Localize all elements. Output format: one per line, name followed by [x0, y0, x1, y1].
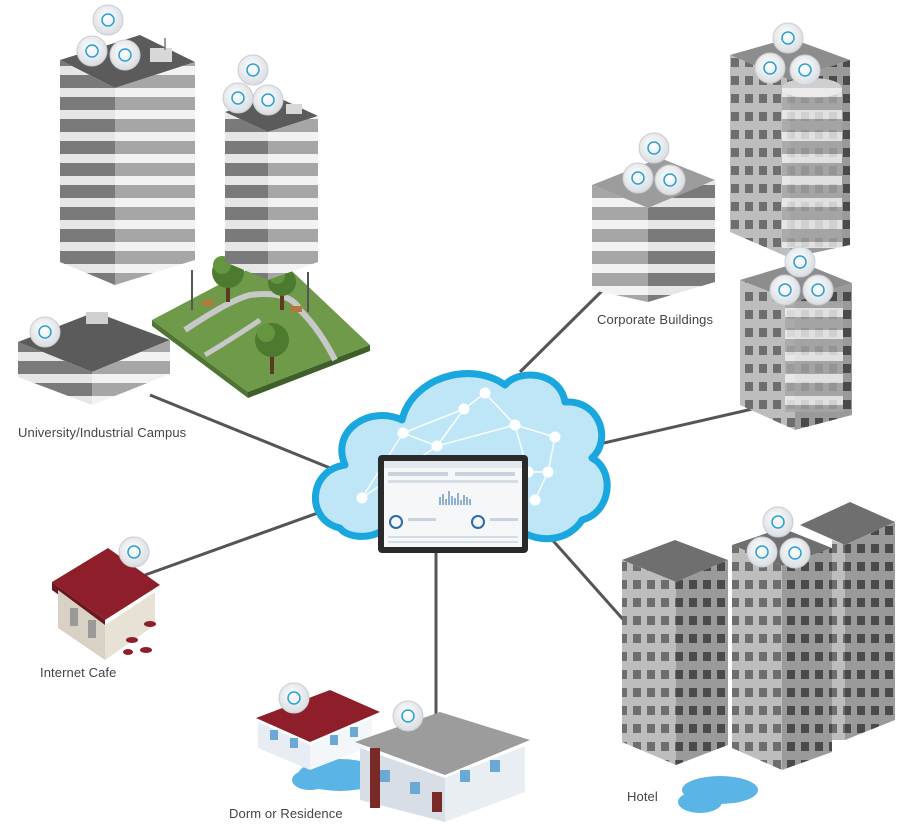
access-point-icon	[789, 54, 821, 86]
gauge-icon	[389, 515, 403, 529]
hotel-tower-left	[622, 540, 728, 765]
access-point-icon	[237, 54, 269, 86]
access-point-icon	[29, 316, 61, 348]
access-points	[29, 4, 834, 732]
access-point-icon	[278, 682, 310, 714]
tablet-dashboard	[378, 455, 528, 553]
label-corporate: Corporate Buildings	[597, 312, 714, 327]
access-point-icon	[802, 274, 834, 306]
access-point-icon	[118, 536, 150, 568]
access-point-icon	[779, 537, 811, 569]
access-point-icon	[392, 700, 424, 732]
hotel-tower-middle	[732, 528, 832, 770]
access-point-icon	[654, 164, 686, 196]
link-corporate-tower	[594, 403, 771, 447]
access-point-icon	[746, 536, 778, 568]
campus-tower-large	[60, 35, 195, 285]
hotel-illustration	[622, 502, 895, 813]
corporate-tower-short	[740, 262, 852, 430]
cafe-table-icon	[123, 621, 156, 655]
cafe-illustration	[52, 548, 160, 660]
mesh-nodes	[356, 387, 561, 506]
link-cafe	[144, 503, 341, 577]
access-point-icon	[762, 506, 794, 538]
access-point-icon	[638, 132, 670, 164]
campus-illustration	[18, 35, 370, 405]
mesh-lines	[361, 392, 556, 501]
connection-lines	[144, 281, 771, 735]
gauge-icon	[471, 515, 485, 529]
access-point-icon	[222, 82, 254, 114]
label-cafe: Internet Cafe	[40, 665, 117, 680]
cloud-controller	[312, 370, 611, 553]
residence-house	[355, 712, 530, 822]
access-point-icon	[754, 52, 786, 84]
label-hotel: Hotel	[627, 789, 658, 804]
access-point-icon	[92, 4, 124, 36]
hotel-tower-right	[800, 502, 895, 740]
dashboard-chart-icon	[439, 491, 471, 505]
access-point-icon	[252, 84, 284, 116]
access-point-icon	[772, 22, 804, 54]
access-point-icon	[769, 274, 801, 306]
tree-icon	[255, 323, 289, 374]
link-hotel	[546, 534, 630, 626]
access-point-icon	[109, 39, 141, 71]
campus-low-building	[18, 312, 170, 405]
access-point-icon	[622, 162, 654, 194]
access-point-icon	[784, 246, 816, 278]
corporate-building-low	[592, 158, 715, 302]
label-dorm: Dorm or Residence	[229, 806, 343, 821]
label-campus: University/Industrial Campus	[18, 425, 187, 440]
campus-lawn	[152, 255, 370, 392]
corporate-illustration	[592, 38, 852, 430]
dorm-building	[256, 690, 380, 770]
link-corporate	[518, 281, 612, 374]
campus-tower-small	[225, 96, 318, 280]
link-campus	[149, 393, 331, 470]
access-point-icon	[76, 35, 108, 67]
